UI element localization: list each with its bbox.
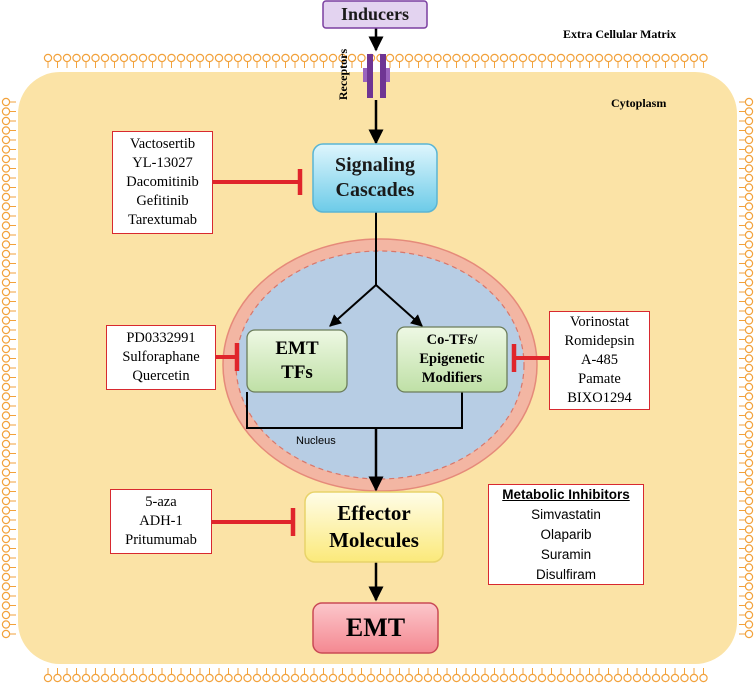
inhibition-signaling — [213, 169, 303, 195]
inhibition-cotfs — [511, 344, 549, 372]
signaling-node-shape — [312, 143, 438, 213]
drug-item: Sulforaphane — [122, 349, 200, 365]
effector-node-shape — [304, 491, 444, 563]
signaling-cascades-node: Signaling Cascades — [313, 144, 437, 212]
receptor-icon — [363, 54, 390, 98]
emt-tfs-node: EMT TFs — [247, 330, 347, 392]
emt-tfs-node-shape — [246, 329, 348, 393]
signaling-line-2: Cascades — [335, 179, 415, 201]
signaling-line-1: Signaling — [334, 154, 416, 176]
drug-item: 5-aza — [145, 494, 177, 510]
drug-item: Suramin — [540, 546, 592, 562]
receptors-label: Receptors — [336, 48, 351, 101]
arrow-to-cotfs — [375, 284, 423, 327]
inhibition-emt-tfs — [216, 343, 240, 371]
emt-tfs-line-1: EMT — [275, 338, 319, 359]
emt-tfs-line-2: TFs — [281, 362, 313, 383]
drug-item: Dacomitinib — [126, 174, 199, 190]
drug-item: Vactosertib — [129, 136, 196, 152]
inhibition-effector — [212, 508, 296, 536]
cell-membrane — [1, 53, 754, 683]
signaling-inhibitors-box: Vactosertib YL-13027 Dacomitinib Gefitin… — [112, 131, 213, 234]
inducers-node-shape — [322, 0, 428, 29]
cotfs-line-3: Modifiers — [421, 370, 483, 386]
metabolic-title: Metabolic Inhibitors — [502, 486, 630, 502]
drug-item: Disulfiram — [535, 566, 596, 582]
arrow-to-emt-tfs — [329, 284, 377, 327]
drug-item: Gefitinib — [136, 193, 189, 209]
cytoplasm-label: Cytoplasm — [611, 96, 667, 110]
co-tfs-node: Co-TFs/ Epigenetic Modifiers — [397, 327, 507, 392]
drug-item: Quercetin — [132, 368, 190, 384]
drug-item: Vorinostat — [569, 314, 630, 330]
cotfs-line-1: Co-TFs/ — [426, 332, 478, 348]
inducers-label: Inducers — [340, 4, 409, 24]
extracellular-matrix-label: Extra Cellular Matrix — [563, 27, 677, 41]
effector-line-1: Effector — [337, 501, 411, 525]
emt-tfs-inhibitors-box: PD0332991 Sulforaphane Quercetin — [106, 325, 216, 390]
cotfs-inhibitors-box: Vorinostat Romidepsin A-485 Pamate BIXO1… — [549, 311, 650, 410]
cotfs-node-shape — [396, 326, 508, 393]
drug-item: Pritumumab — [125, 532, 197, 548]
metabolic-inhibitors-box: Metabolic Inhibitors Simvastatin Olapari… — [488, 484, 644, 585]
drug-item: Olaparib — [540, 526, 592, 542]
effector-molecules-node: Effector Molecules — [305, 492, 443, 562]
drug-item: Pamate — [578, 371, 621, 387]
emt-node: EMT — [345, 613, 406, 642]
drug-item: Romidepsin — [564, 333, 635, 349]
drug-item: ADH-1 — [139, 513, 183, 529]
effector-inhibitors-box: 5-aza ADH-1 Pritumumab — [110, 489, 212, 554]
nucleus-label: Nucleus — [296, 435, 336, 447]
drug-item: YL-13027 — [132, 155, 193, 171]
drug-item: PD0332991 — [126, 330, 196, 346]
cotfs-line-2: Epigenetic — [419, 351, 485, 367]
merge-line — [246, 392, 463, 429]
emt-node-shape — [312, 602, 439, 654]
drug-item: Tarextumab — [127, 212, 198, 228]
drug-item: A-485 — [580, 352, 619, 368]
effector-line-2: Molecules — [329, 528, 419, 552]
drug-item: Simvastatin — [531, 506, 601, 522]
drug-item: BIXO1294 — [567, 390, 632, 406]
